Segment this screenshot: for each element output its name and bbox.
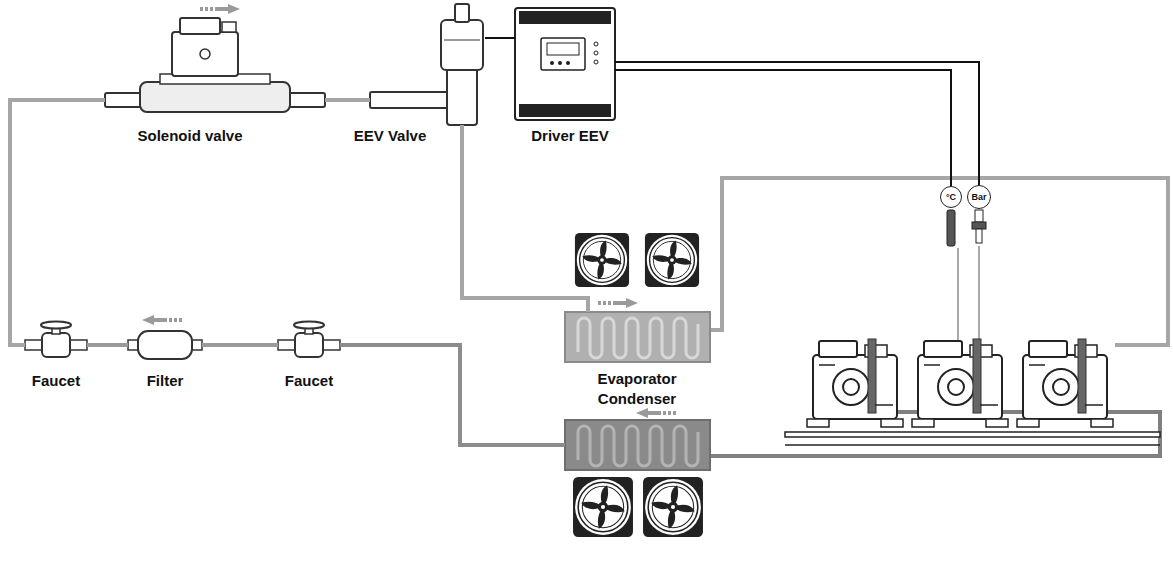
sensor-probes <box>947 210 986 246</box>
evaporator-symbol <box>575 233 629 287</box>
filter-symbol <box>128 331 202 359</box>
component-label: Faucet <box>32 372 80 390</box>
component-label: EEV Valve <box>354 127 427 145</box>
compressor-rack <box>1017 339 1113 427</box>
eev-driver-symbol <box>519 11 611 24</box>
eev-driver-symbol <box>515 8 615 120</box>
component-label: Condenser <box>598 390 676 408</box>
faucet-symbol <box>278 340 296 350</box>
filter-symbol <box>138 331 192 359</box>
eev-valve-symbol <box>455 4 469 22</box>
refrigerant-pipe <box>87 343 128 347</box>
eev-valve-symbol <box>370 92 448 108</box>
faucet-symbol <box>42 333 70 357</box>
other-pipes <box>958 248 959 340</box>
solenoid-valve-symbol <box>200 49 210 59</box>
compressor-rack <box>807 339 903 427</box>
signal-wire <box>485 37 515 39</box>
refrigerant-pipe <box>340 345 565 445</box>
evaporator: Evaporator <box>565 312 710 362</box>
refrigerant-pipe <box>325 98 370 102</box>
solenoid-valve-symbol <box>222 22 236 32</box>
filter: Filter <box>128 330 202 360</box>
component-label: Evaporator <box>597 370 676 388</box>
compressor-rack <box>785 432 1160 437</box>
other-pipes <box>710 178 1168 456</box>
solenoid-valve-symbol <box>180 18 220 34</box>
evaporator-symbol <box>578 318 698 358</box>
condenser-symbol <box>643 477 703 537</box>
eev-driver-symbol <box>594 60 598 64</box>
faucet: Faucet <box>278 322 340 370</box>
eev-driver-symbol <box>566 61 570 65</box>
refrigerant-pipe <box>202 343 278 347</box>
eev-valve-symbol <box>441 20 483 70</box>
sensor-unit: °C <box>946 192 956 202</box>
faucet-symbol <box>295 333 323 357</box>
eev-valve-symbol <box>370 4 483 125</box>
faucet-symbol <box>294 322 324 329</box>
component-label: Faucet <box>285 372 333 390</box>
other-pipes <box>979 246 980 340</box>
faucet-symbol <box>69 340 87 350</box>
sensor-probes <box>975 210 983 222</box>
compressor-rack <box>785 339 1160 445</box>
faucet-symbol <box>25 340 43 350</box>
signal-wire <box>615 70 951 186</box>
solenoid-valve-symbol <box>105 93 141 107</box>
evaporator-symbol <box>565 312 710 362</box>
refrigerant-pipe <box>462 125 588 312</box>
condenser-symbol <box>578 426 698 466</box>
eev-valve-symbol <box>444 40 480 41</box>
flow-arrows <box>200 4 240 14</box>
sensor-probes <box>947 210 955 246</box>
sensor-probes <box>972 222 986 229</box>
faucet-symbol <box>322 340 340 350</box>
condenser: Condenser <box>565 420 710 470</box>
compressor-rack <box>912 339 1008 427</box>
condenser-symbol <box>565 420 710 470</box>
signal-wire <box>615 62 979 185</box>
eev-valve: EEV Valve <box>370 2 485 125</box>
solenoid-valve-symbol <box>172 32 238 76</box>
faucet-symbol <box>41 322 71 329</box>
flow-arrows <box>142 315 182 325</box>
eev-valve-symbol <box>447 68 477 125</box>
sensor-unit: Bar <box>971 192 986 202</box>
condenser-symbol <box>573 477 633 537</box>
solenoid-valve-symbol <box>140 82 290 112</box>
solenoid-valve: Solenoid valve <box>105 15 325 115</box>
eev-driver-symbol <box>541 38 585 70</box>
eev-driver-symbol <box>519 104 611 117</box>
refrigerant-pipe <box>10 100 105 345</box>
condenser-symbol <box>565 420 710 537</box>
eev-driver-symbol <box>550 61 554 65</box>
compressor-rack <box>785 444 1160 446</box>
other-pipes <box>710 178 1168 345</box>
component-label: Solenoid valve <box>137 127 242 145</box>
solenoid-valve-symbol <box>105 18 325 112</box>
eev-driver: Driver EEV <box>515 8 615 120</box>
faucet: Faucet <box>25 322 87 370</box>
eev-driver-symbol <box>558 61 562 65</box>
sensor-probes <box>976 229 982 243</box>
eev-driver-symbol <box>594 51 598 55</box>
flow-arrows <box>598 298 638 308</box>
eev-driver-symbol <box>594 42 598 46</box>
solenoid-valve-symbol <box>289 93 325 107</box>
pressure-sensor: Bar <box>967 185 991 209</box>
flow-arrows <box>636 408 676 418</box>
component-label: Driver EEV <box>531 127 609 145</box>
component-label: Filter <box>147 372 184 390</box>
temperature-sensor: °C <box>940 186 962 208</box>
eev-driver-symbol <box>547 43 579 55</box>
evaporator-symbol <box>645 233 699 287</box>
eev-driver-symbol <box>515 8 615 120</box>
